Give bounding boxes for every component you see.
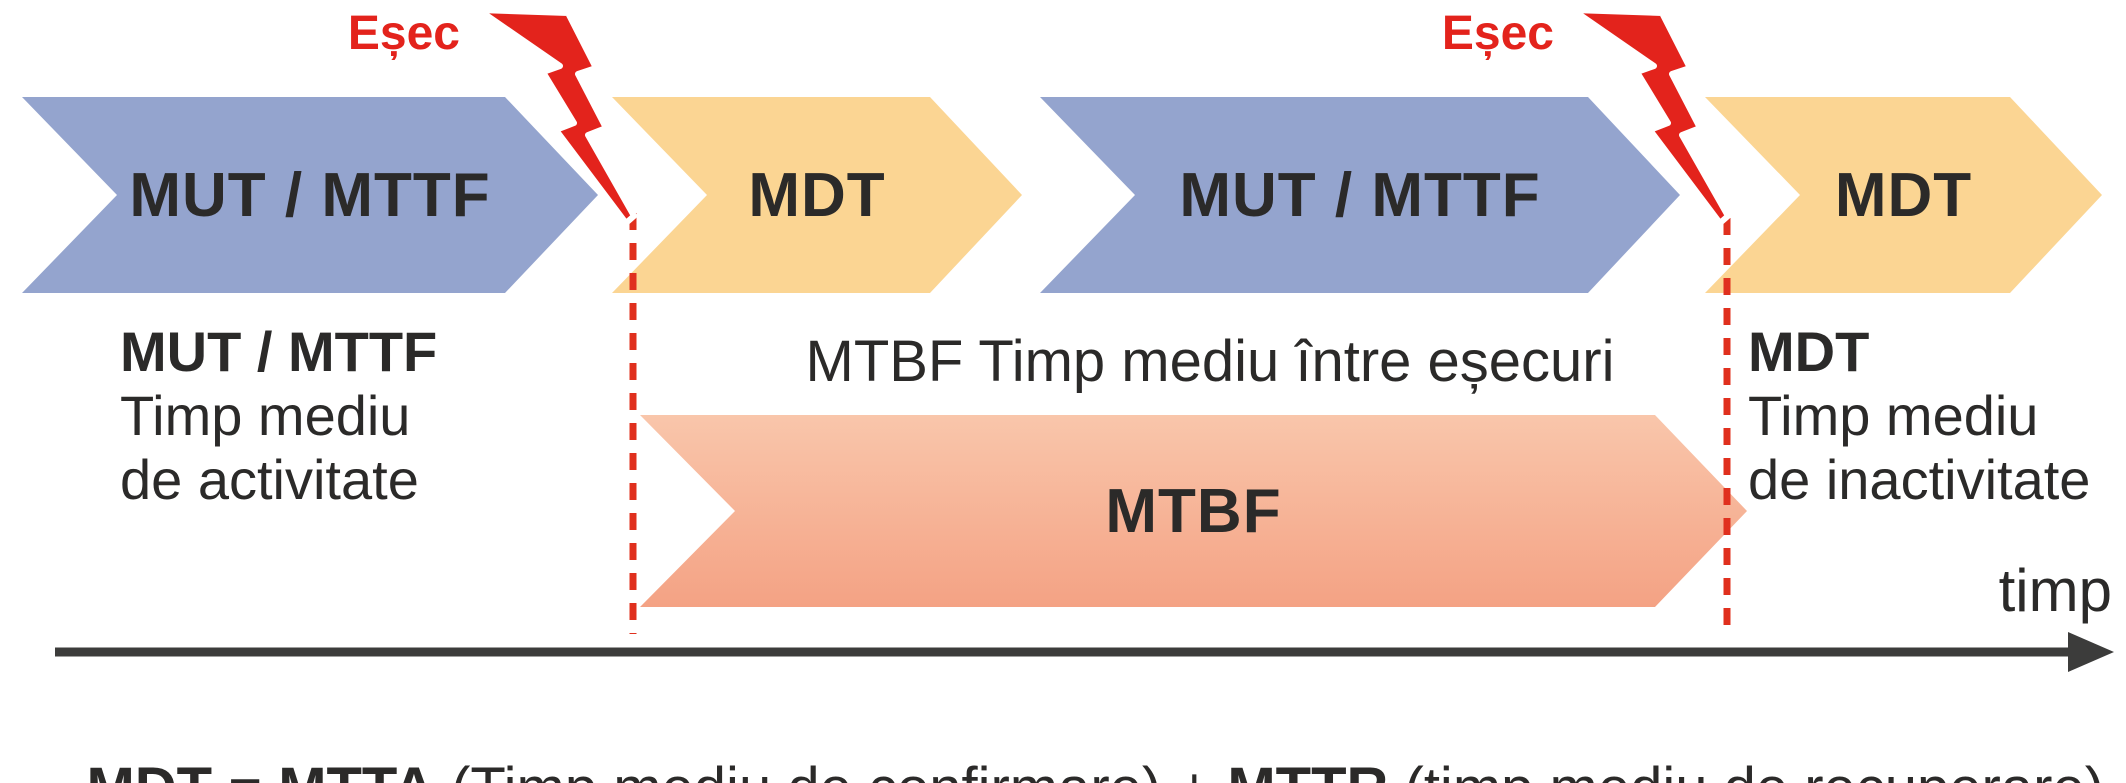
formula-mdt: MDT — [86, 756, 212, 783]
lightning-bolt-icon-2 — [1570, 7, 1731, 226]
downtime-caption: MDT Timp mediu de inactivitate — [1748, 320, 2090, 512]
mtbf-caption: MTBF Timp mediu între eșecuri — [805, 329, 1615, 394]
uptime-caption-title: MUT / MTTF — [120, 320, 438, 383]
time-axis-label: timp — [1998, 557, 2112, 624]
uptime-caption-line1: Timp mediu — [120, 384, 411, 447]
downtime-arrow-1-shape — [612, 97, 1022, 293]
formula-mttr: MTTR — [1227, 756, 1388, 783]
uptime-arrow-2-label: MUT / MTTF — [1179, 160, 1541, 230]
downtime-arrow-2-label: MDT — [1834, 160, 1973, 230]
uptime-arrow-1-shape — [22, 97, 598, 293]
formula-equals: = — [212, 756, 278, 783]
mtbf-arrow-label: MTBF — [1105, 476, 1282, 546]
time-axis-arrowhead-icon — [2068, 632, 2114, 672]
formula-mtta: MTTA — [278, 756, 435, 783]
uptime-arrow-1-label: MUT / MTTF — [129, 160, 491, 230]
uptime-caption: MUT / MTTF Timp mediu de activitate — [120, 320, 437, 512]
mtbf-arrow-shape — [640, 415, 1747, 607]
downtime-arrow-1-label: MDT — [748, 160, 886, 230]
downtime-arrow-2-shape — [1705, 97, 2102, 293]
uptime-arrow-2-shape — [1040, 97, 1680, 293]
downtime-caption-line2: de inactivitate — [1748, 448, 2091, 511]
formula-mtta-desc: (Timp mediu de confirmare) + — [435, 756, 1227, 783]
formula-mttr-desc: (timp mediu de recuperare) — [1388, 756, 2105, 783]
uptime-caption-line2: de activitate — [120, 448, 419, 511]
mdt-formula: MDT = MTTA (Timp mediu de confirmare) + … — [0, 688, 2126, 783]
failure-label-2: Eșec — [1441, 7, 1554, 60]
lightning-bolt-icon-1 — [476, 7, 637, 226]
downtime-caption-title: MDT — [1748, 320, 1870, 383]
failure-label-1: Eșec — [347, 7, 460, 60]
downtime-caption-line1: Timp mediu — [1748, 384, 2039, 447]
